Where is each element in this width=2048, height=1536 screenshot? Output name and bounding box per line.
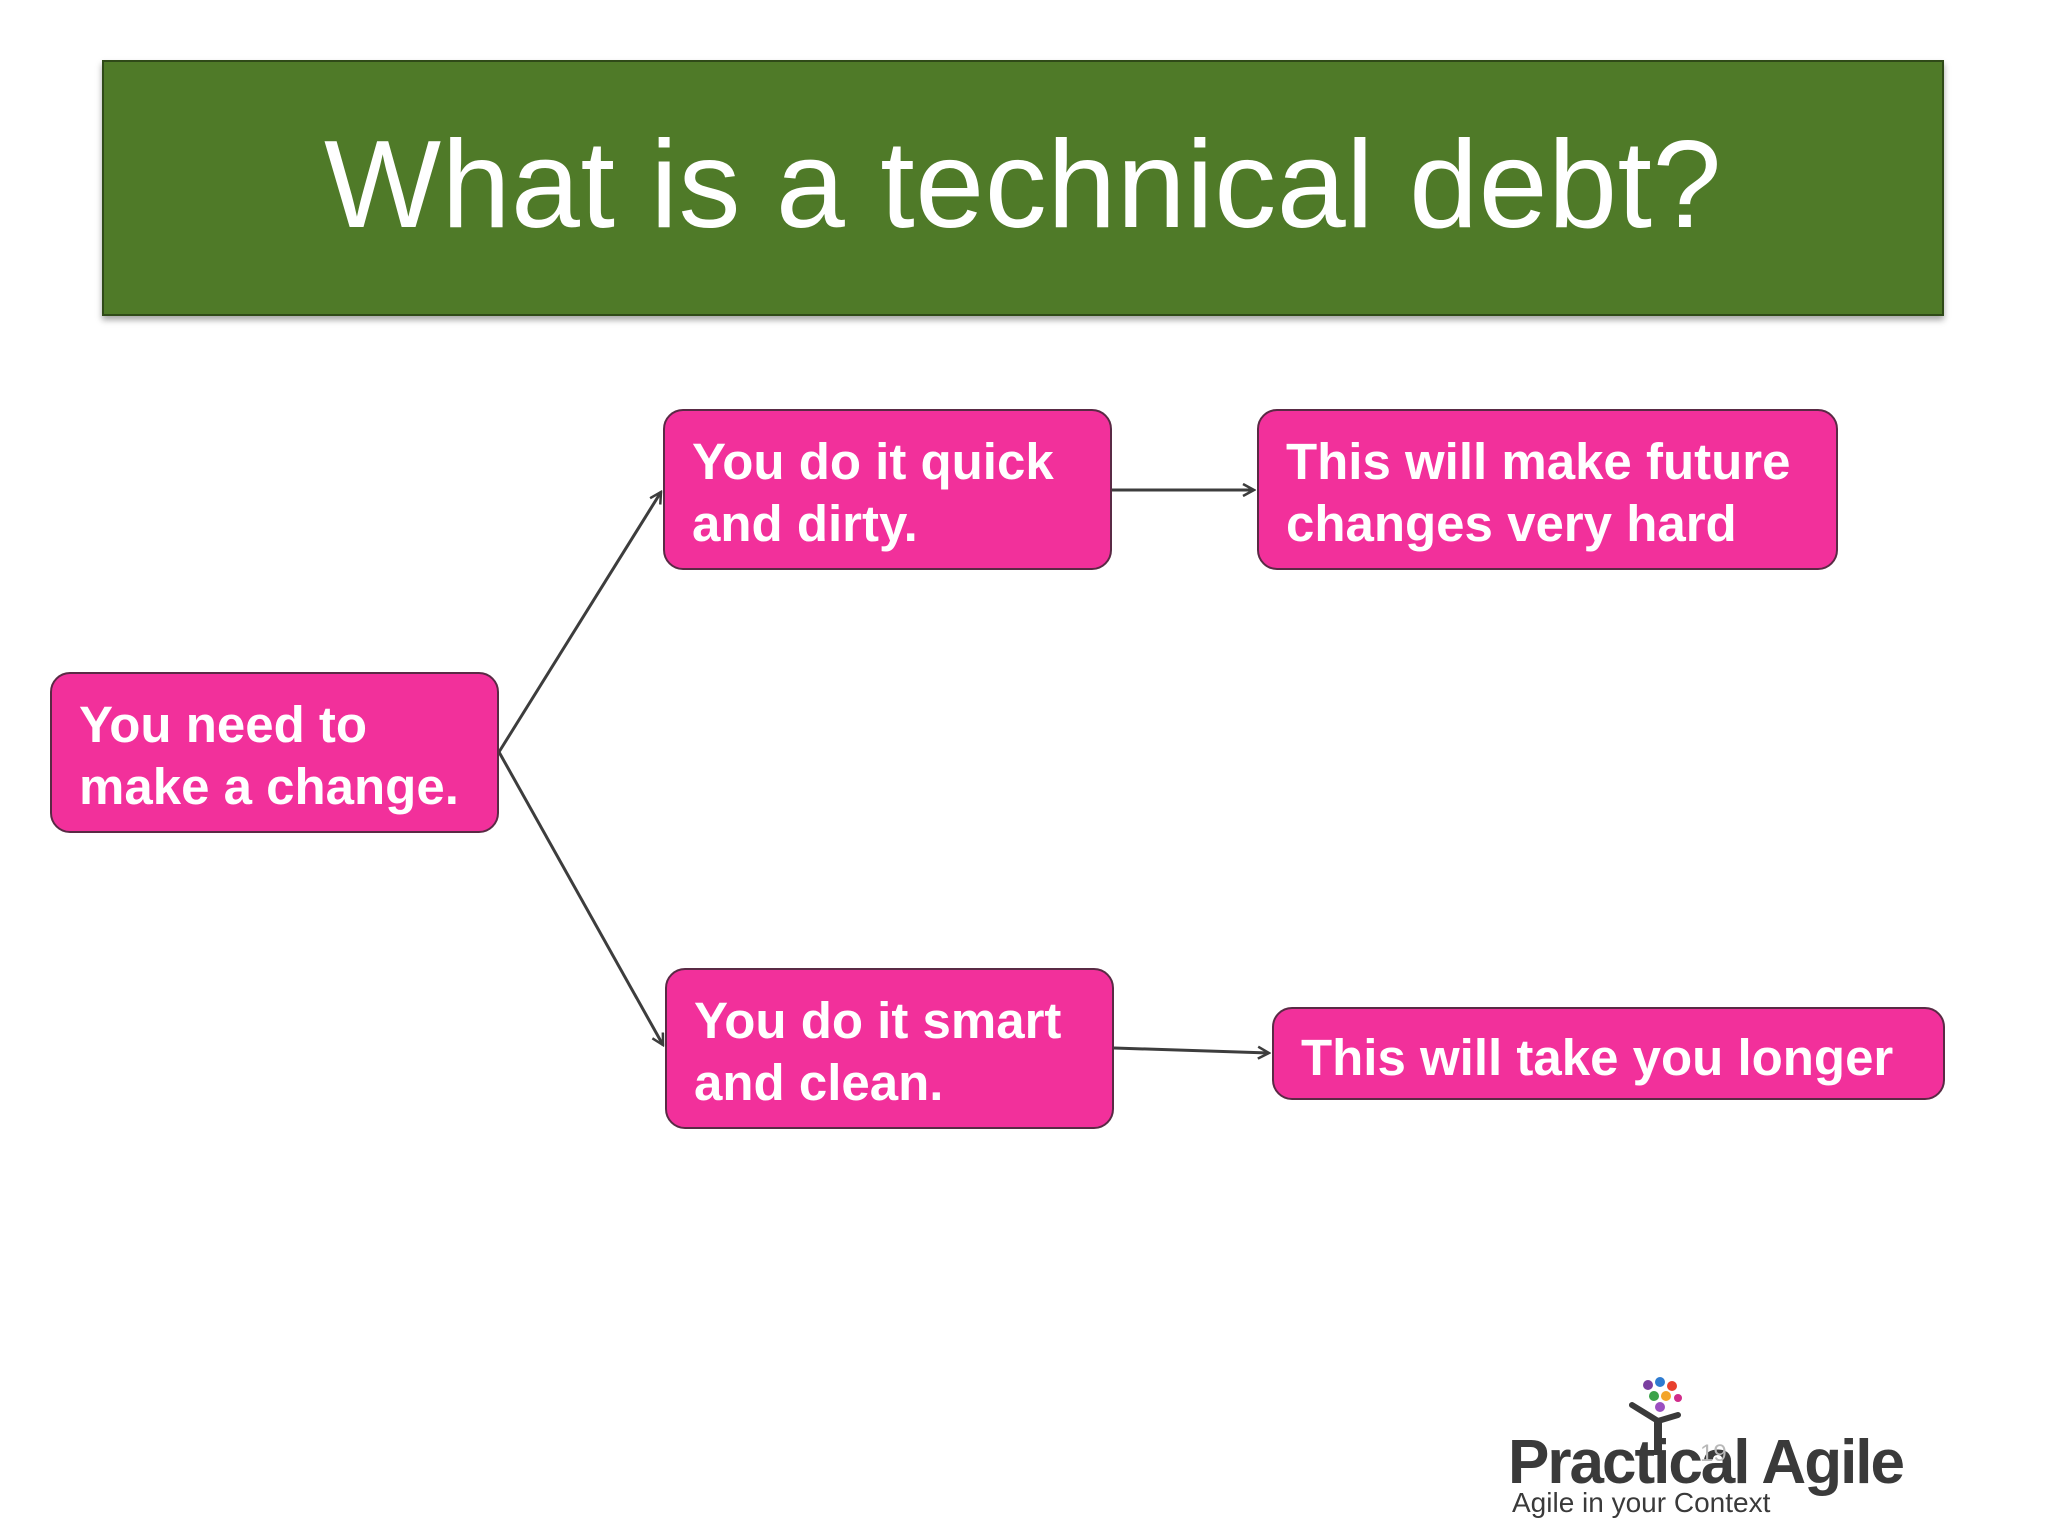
slide-title: What is a technical debt?	[324, 116, 1722, 254]
node-need-change: You need to make a change.	[50, 672, 499, 833]
node-future-hard: This will make future changes very hard	[1257, 409, 1838, 570]
practical-agile-logo: Practical Agile Agile in your Context	[1500, 1375, 1940, 1525]
edge-start-to-quick	[497, 492, 661, 753]
node-quick-dirty: You do it quick and dirty.	[663, 409, 1112, 570]
edge-smart-to-longer	[1113, 1048, 1269, 1053]
logo-figure-icon	[1629, 1377, 1682, 1455]
title-banner: What is a technical debt?	[102, 60, 1944, 316]
node-take-longer: This will take you longer	[1272, 1007, 1945, 1100]
edge-start-to-smart	[497, 751, 665, 1045]
page-number: 19	[1700, 1440, 1727, 1467]
logo-tagline: Agile in your Context	[1512, 1487, 1771, 1518]
node-smart-clean: You do it smart and clean.	[665, 968, 1114, 1129]
logo-name: Practical Agile	[1508, 1428, 1905, 1497]
